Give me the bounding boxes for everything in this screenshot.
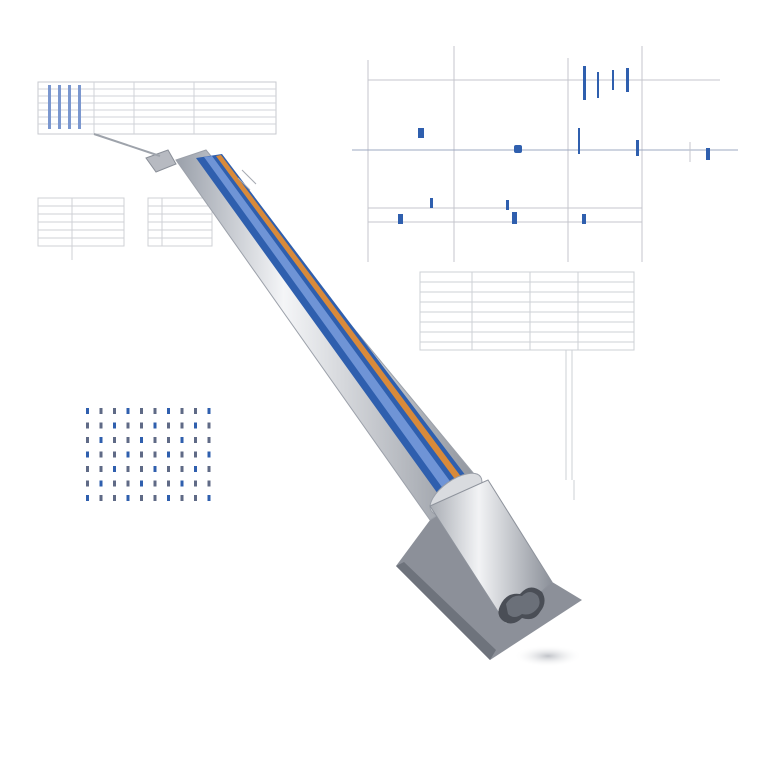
grid-dot [153,408,157,414]
grid-dot [180,408,184,414]
grid-dot [180,495,184,501]
grid-dot [99,480,103,487]
table-panel-top-left [37,81,277,135]
grid-dot [207,451,211,458]
grid-dot [126,466,130,472]
grid-dot [86,466,89,472]
grid-dot [113,480,116,487]
grid-dot [140,422,143,429]
grid-dot [194,480,197,487]
grid-dot [207,495,211,501]
grid-dot [99,422,103,429]
grid-dot [167,495,170,501]
grid-dot [86,422,89,429]
grid-dot [180,422,184,429]
grid-dot [153,480,157,487]
grid-dot [99,466,103,472]
grid-dot [99,437,103,443]
grid-dot [86,437,89,443]
grid-dot [113,422,116,429]
grid-dot [194,437,197,443]
grid-dot [126,495,130,501]
grid-dot [153,451,157,458]
grid-dot [180,480,184,487]
grid-dot [153,495,157,501]
grid-dot [207,437,211,443]
grid-dot [167,408,170,414]
grid-dot [153,466,157,472]
grid-dot [126,408,130,414]
table-panel-left-a [37,197,125,260]
grid-dot [153,437,157,443]
table-panel-left-b [147,197,213,247]
grid-dot [99,451,103,458]
grid-dot [153,422,157,429]
grid-dot [113,495,116,501]
grid-dot [167,466,170,472]
grid-dot [99,408,103,414]
grid-dot [126,422,130,429]
grid-dot [113,466,116,472]
grid-dot [194,495,197,501]
grid-dot [207,408,211,414]
grid-dot [86,451,89,458]
grid-dot [140,495,143,501]
grid-dot [180,437,184,443]
grid-dot [180,466,184,472]
grid-dot [113,437,116,443]
table-panel-right-middle [419,271,635,500]
grid-dot [207,466,211,472]
grid-dot [126,437,130,443]
grid-dot [180,451,184,458]
grid-dot [207,422,211,429]
grid-panel-marks [398,66,710,224]
probe-illustration [93,133,582,667]
grid-dot [126,480,130,487]
grid-dot [140,480,143,487]
grid-dot [194,451,197,458]
grid-dot [167,437,170,443]
grid-dot [167,480,170,487]
grid-dot [113,451,116,458]
grid-dot [140,408,143,414]
grid-dot [194,422,197,429]
grid-dot [86,408,89,414]
grid-dot [126,451,130,458]
grid-dot [194,408,197,414]
leader-lines [237,169,257,191]
grid-dot [140,451,143,458]
grid-dot [194,466,197,472]
dot-matrix-grid [86,408,211,501]
grid-dot [167,422,170,429]
grid-panel-top-right [352,46,738,262]
grid-dot [99,495,103,501]
grid-dot [167,451,170,458]
grid-dot [140,437,143,443]
grid-dot [207,480,211,487]
grid-dot [140,466,143,472]
grid-dot [86,495,89,501]
grid-dot [86,480,89,487]
grid-dot [113,408,116,414]
